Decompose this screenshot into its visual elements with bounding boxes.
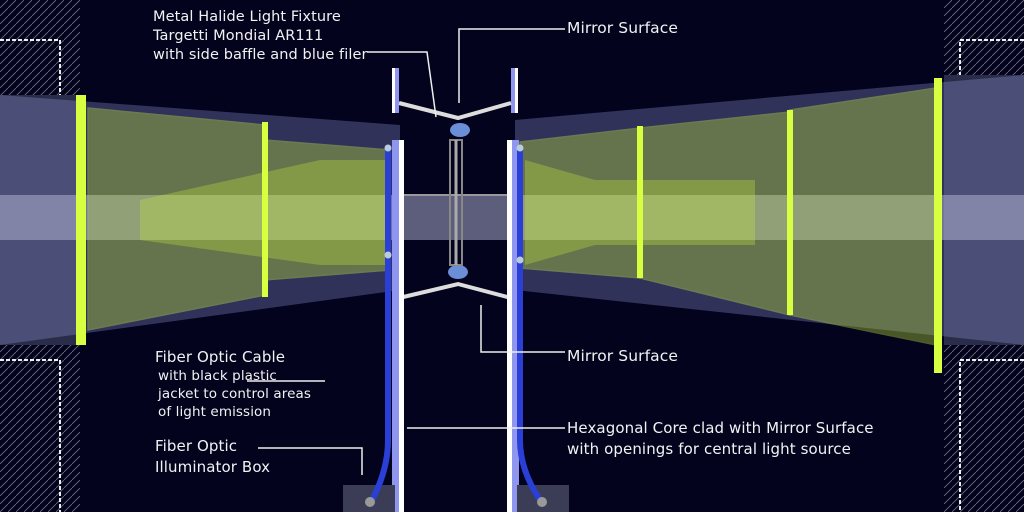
label-line: Fiber Optic Cable xyxy=(155,348,286,366)
fiber-optic-cables xyxy=(343,144,569,512)
label-mirror-surface-bottom: Mirror Surface xyxy=(567,347,679,365)
label-line: of light emission xyxy=(158,404,272,420)
label-line: with black plastic xyxy=(158,368,277,384)
label-illuminator-box: Fiber Optic Illuminator Box xyxy=(155,436,270,478)
label-line: with openings for central light source xyxy=(567,440,851,458)
leader-lines xyxy=(247,28,565,475)
hexagonal-core xyxy=(392,68,519,512)
label-light-fixture: Metal Halide Light Fixture Targetti Mond… xyxy=(153,8,368,65)
label-line: Hexagonal Core clad with Mirror Surface xyxy=(567,419,874,437)
label-mirror-surface-top: Mirror Surface xyxy=(567,19,679,37)
right-panels xyxy=(519,78,942,373)
label-line: jacket to control areas xyxy=(158,386,312,402)
lamp xyxy=(448,123,470,279)
left-panels xyxy=(76,95,391,345)
label-line: Illuminator Box xyxy=(155,458,271,476)
label-fiber-optic-cable: Fiber Optic Cable with black plastic jac… xyxy=(155,348,311,421)
label-line: with side baffle and blue filer xyxy=(153,47,368,63)
label-line: Fiber Optic xyxy=(155,437,238,455)
label-hexagonal-core: Hexagonal Core clad with Mirror Surface … xyxy=(567,418,874,460)
label-line: Targetti Mondial AR111 xyxy=(153,28,324,44)
label-line: Metal Halide Light Fixture xyxy=(153,9,341,25)
